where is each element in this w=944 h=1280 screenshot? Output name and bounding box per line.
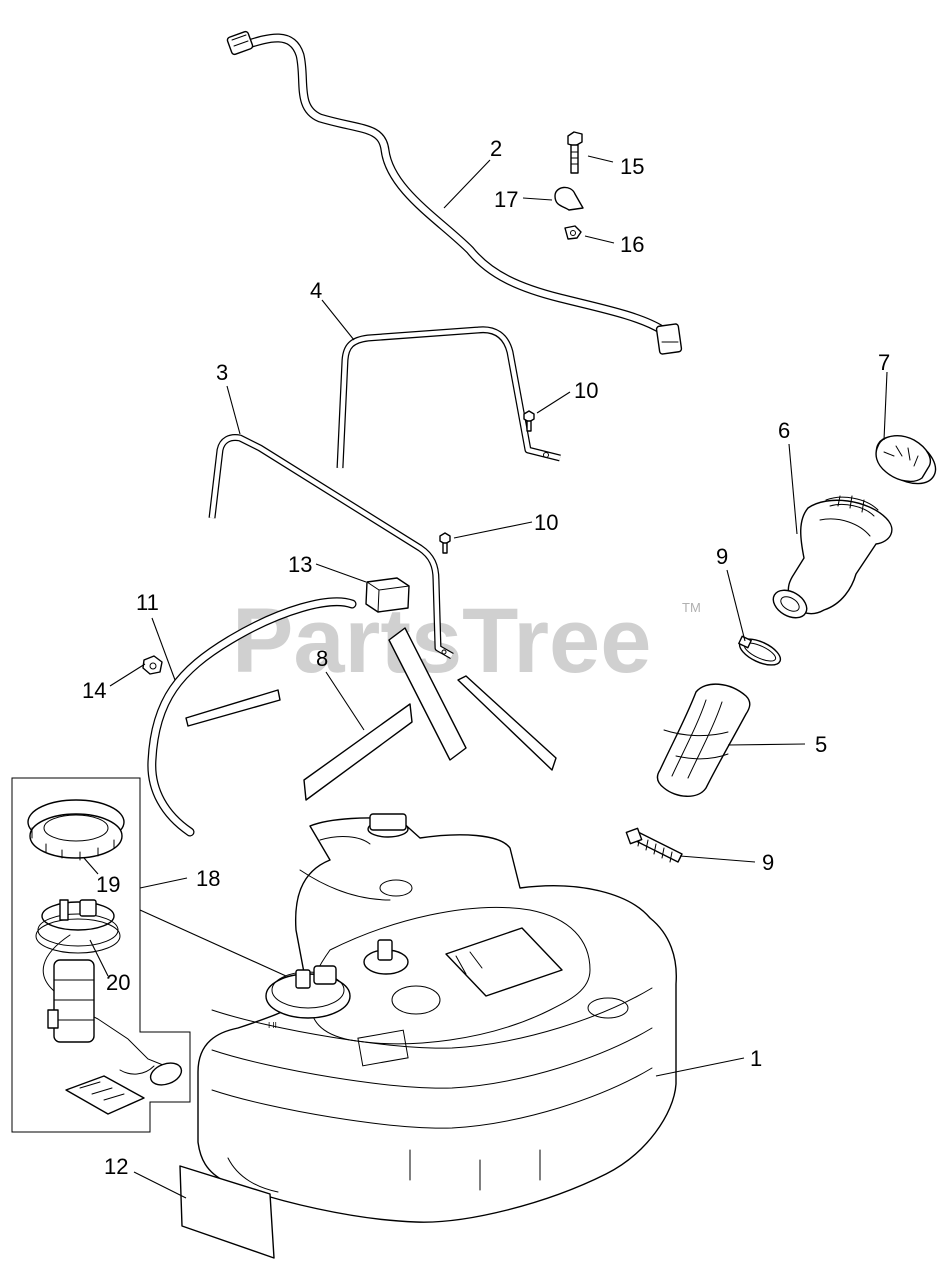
callout-19: 19 bbox=[96, 872, 120, 897]
fuel-cap[interactable] bbox=[868, 427, 943, 494]
fuel-pump[interactable] bbox=[47, 899, 184, 1115]
callout-10-lower: 10 bbox=[534, 510, 558, 535]
filler-hose[interactable] bbox=[656, 683, 751, 797]
fuel-line[interactable] bbox=[147, 597, 357, 837]
bolt-upper[interactable] bbox=[523, 410, 535, 432]
foam-block[interactable] bbox=[365, 577, 410, 613]
callout-10-upper: 10 bbox=[574, 378, 598, 403]
bolt-lower[interactable] bbox=[439, 532, 451, 554]
callout-17: 17 bbox=[494, 187, 518, 212]
tank-molded-marking: I II bbox=[268, 1021, 277, 1030]
lock-ring[interactable] bbox=[27, 799, 125, 861]
pump-seal[interactable] bbox=[35, 901, 121, 954]
decal[interactable] bbox=[179, 1165, 275, 1259]
callout-4: 4 bbox=[310, 278, 322, 303]
callouts: 1 2 3 4 5 6 7 8 9 9 10 10 11 12 13 14 15… bbox=[82, 136, 890, 1179]
tank-strap-rear[interactable] bbox=[336, 326, 561, 469]
callout-5: 5 bbox=[815, 732, 827, 757]
callout-12: 12 bbox=[104, 1154, 128, 1179]
tank-strap-front[interactable] bbox=[208, 434, 454, 660]
nut[interactable] bbox=[564, 225, 582, 240]
filler-neck[interactable] bbox=[768, 495, 893, 623]
callout-16: 16 bbox=[620, 232, 644, 257]
callout-7: 7 bbox=[878, 350, 890, 375]
callout-8: 8 bbox=[316, 646, 328, 671]
leader-lines bbox=[83, 155, 888, 1199]
callout-14: 14 bbox=[82, 678, 106, 703]
hose-clamp-upper[interactable] bbox=[736, 634, 784, 671]
fuel-tank[interactable]: I II bbox=[197, 813, 677, 1223]
foam-pads[interactable] bbox=[185, 627, 557, 801]
callout-1: 1 bbox=[750, 1046, 762, 1071]
callout-15: 15 bbox=[620, 154, 644, 179]
callout-2: 2 bbox=[490, 136, 502, 161]
callout-3: 3 bbox=[216, 360, 228, 385]
callout-18: 18 bbox=[196, 866, 220, 891]
callout-11: 11 bbox=[136, 590, 159, 615]
callout-13: 13 bbox=[288, 552, 312, 577]
callout-9-lower: 9 bbox=[762, 850, 774, 875]
watermark-trademark: TM bbox=[682, 600, 701, 615]
vent-hose[interactable] bbox=[226, 30, 683, 355]
screw[interactable] bbox=[567, 131, 583, 174]
p-clamp[interactable] bbox=[554, 186, 584, 211]
hose-clamp-lower[interactable] bbox=[625, 827, 683, 863]
callout-20: 20 bbox=[106, 970, 130, 995]
callout-6: 6 bbox=[778, 418, 790, 443]
callout-9-upper: 9 bbox=[716, 544, 728, 569]
line-clip[interactable] bbox=[142, 655, 163, 675]
